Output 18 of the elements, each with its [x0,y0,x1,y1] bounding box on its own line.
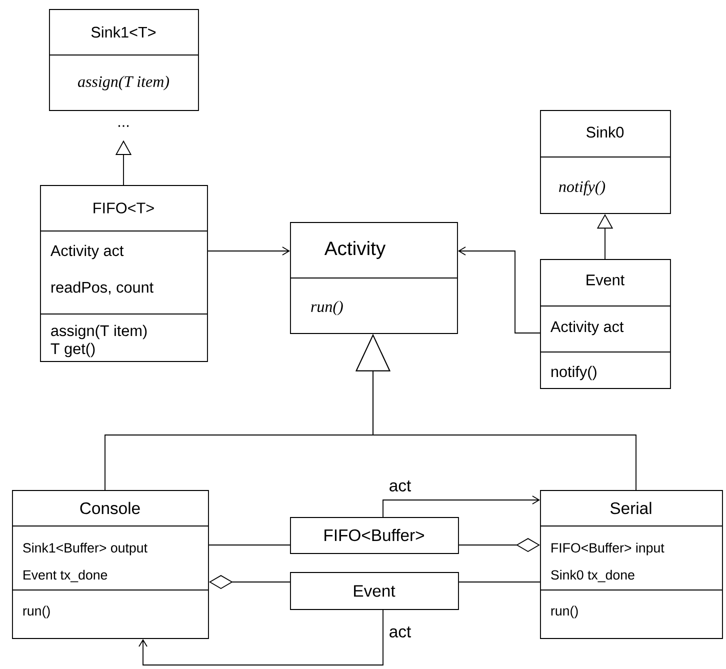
edge-label: act [388,625,412,639]
class-box: FIFO<T> Activity act readPos, count assign(T item) T get() [40,185,208,362]
class-box: Sink1<T> assign(T item) [48,9,199,111]
connector-line [208,544,290,546]
association-arrow [207,246,290,256]
class-box: FIFO<Buffer> [290,517,459,554]
association-arrow [138,609,384,666]
class-box: Event [290,572,459,610]
association-arrow [382,496,540,518]
class-box: Serial FIFO<Buffer> input Sink0 tx_done run() [540,490,723,639]
class-box: Event Activity act notify() [540,259,671,389]
aggregation-line [458,538,540,552]
ellipsis-label: ... [118,125,128,127]
association-arrow [458,246,540,334]
class-box: Console Sink1<Buffer> output Event tx_done run() [12,490,209,639]
edge-label: act [388,479,412,493]
class-box: Sink0 notify() [540,110,671,214]
class-box: Activity run() [290,222,458,334]
